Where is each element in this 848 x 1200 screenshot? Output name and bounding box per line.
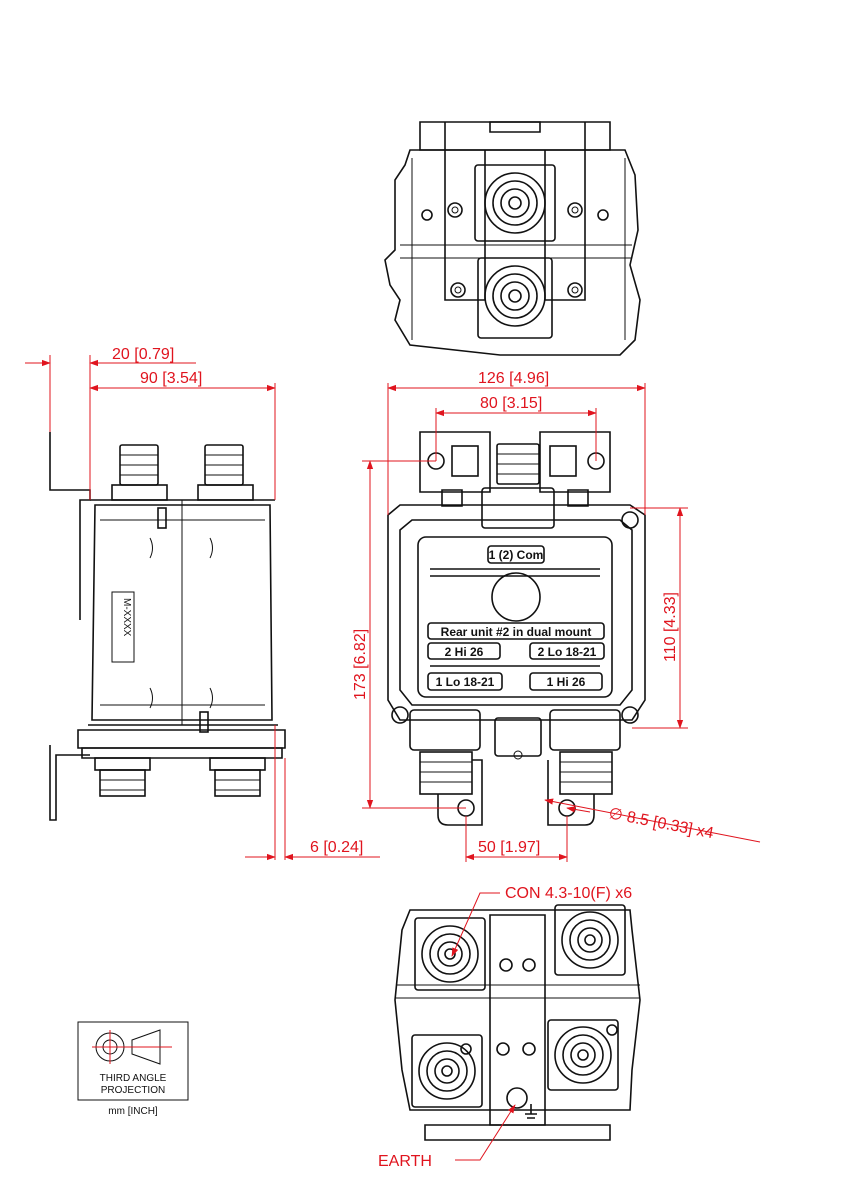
bottom-view [394, 904, 641, 1141]
dim-hole-diameter: ∅ 8.5 [0.33] x4 [607, 805, 715, 842]
projection-line1: THIRD ANGLE [100, 1073, 167, 1084]
rear-unit-label: Rear unit #2 in dual mount [441, 625, 592, 639]
dim-173: 173 [6.82] [352, 629, 369, 700]
com-label: 1 (2) Com [489, 548, 544, 562]
dim-90: 90 [3.54] [140, 370, 202, 387]
top-view [384, 121, 641, 356]
dim-50: 50 [1.97] [478, 839, 540, 856]
projection-line2: PROJECTION [101, 1085, 165, 1096]
earth-callout: EARTH [378, 1153, 432, 1170]
lo1-label: 1 Lo 18-21 [436, 675, 495, 689]
lo2-label: 2 Lo 18-21 [538, 645, 597, 659]
dim-20: 20 [0.79] [112, 346, 174, 363]
hi2-label: 2 Hi 26 [445, 645, 484, 659]
connector-callout: CON 4.3-10(F) x6 [505, 885, 632, 902]
dim-80: 80 [3.15] [480, 395, 542, 412]
dim-110: 110 [4.33] [662, 592, 679, 662]
dim-126: 126 [4.96] [478, 370, 549, 387]
hi1-label: 1 Hi 26 [547, 675, 586, 689]
dim-6: 6 [0.24] [310, 839, 363, 856]
front-view: 1 (2) Com Rear unit #2 in dual mount 2 H… [387, 431, 646, 826]
units-label: mm [INCH] [108, 1106, 158, 1117]
projection-legend: THIRD ANGLE PROJECTION mm [INCH] [77, 1021, 189, 1117]
model-label: M-XXXX [121, 598, 132, 637]
side-view: M-XXXX [49, 432, 286, 821]
